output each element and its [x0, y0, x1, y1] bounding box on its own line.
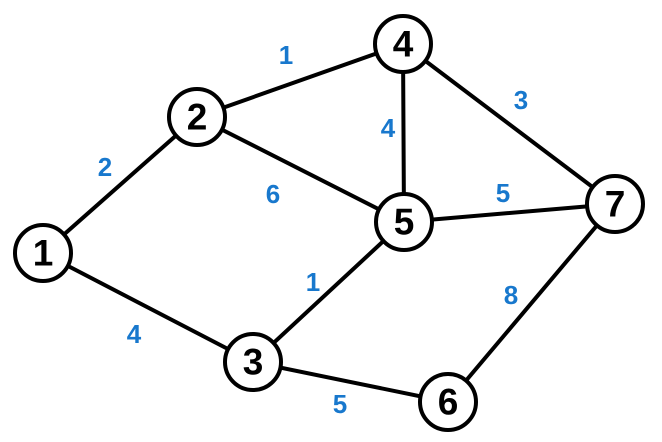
- node-circle-4: [373, 14, 433, 74]
- node-label-6: 6: [438, 382, 459, 423]
- node-label-2: 2: [187, 97, 208, 138]
- node-label-3: 3: [243, 342, 264, 383]
- edge-1-3: [41, 251, 255, 364]
- node-circle-1: [13, 223, 73, 283]
- node-label-5: 5: [394, 202, 415, 243]
- edge-2-5: [195, 115, 406, 224]
- edge-weight-3-5: 1: [306, 267, 320, 297]
- node-circle-6: [418, 372, 478, 432]
- edge-weight-4-5: 4: [381, 113, 396, 143]
- edge-3-6: [251, 360, 450, 404]
- edge-1-2: [41, 115, 199, 255]
- edge-weight-1-2: 2: [98, 152, 112, 182]
- edge-2-4: [195, 42, 405, 119]
- edge-weight-6-7: 8: [504, 280, 518, 310]
- node-label-1: 1: [33, 233, 54, 274]
- edge-3-5: [251, 220, 406, 364]
- edge-weight-5-7: 5: [496, 178, 510, 208]
- node-circle-3: [223, 332, 283, 392]
- edge-weight-4-7: 3: [514, 85, 528, 115]
- edge-4-7: [401, 42, 617, 206]
- node-circle-2: [167, 87, 227, 147]
- edge-weight-1-3: 4: [127, 319, 142, 349]
- node-label-4: 4: [393, 24, 414, 65]
- node-circle-7: [585, 174, 645, 234]
- node-label-7: 7: [605, 184, 626, 225]
- edge-weight-3-6: 5: [333, 389, 347, 419]
- edge-weight-2-4: 1: [279, 40, 293, 70]
- edge-6-7: [446, 202, 617, 404]
- edge-weight-2-5: 6: [266, 179, 280, 209]
- node-circle-5: [374, 192, 434, 252]
- edge-5-7: [402, 202, 617, 224]
